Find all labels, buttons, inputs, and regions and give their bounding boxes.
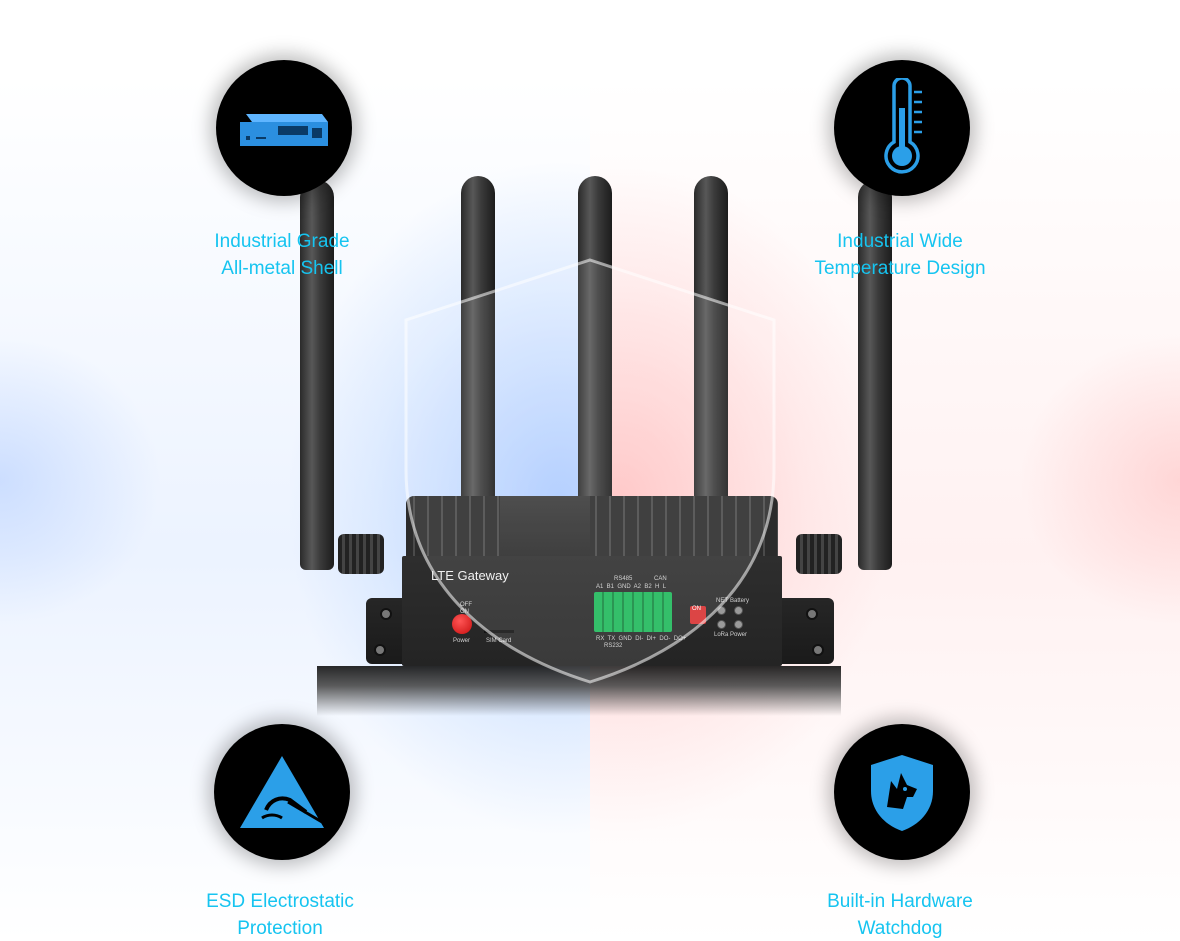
feature-label-line2: All-metal Shell — [221, 258, 343, 279]
thermometer-icon — [884, 78, 922, 174]
antenna-right-connector — [796, 534, 842, 574]
right-edge-glow — [920, 300, 1180, 660]
sim-card-label: SIM Card — [486, 638, 512, 644]
dip-on-label: ON — [692, 606, 701, 612]
feature-label-line1: Industrial Wide — [837, 231, 963, 252]
feature-icon-circle — [834, 724, 970, 860]
power-button[interactable] — [452, 614, 472, 634]
esd-warning-icon — [240, 756, 324, 828]
feature-label-line1: ESD Electrostatic — [206, 891, 354, 912]
feature-label-line1: Built-in Hardware — [827, 891, 973, 912]
antenna-3 — [578, 176, 612, 506]
metal-enclosure-icon — [240, 114, 328, 146]
feature-icon-circle — [214, 724, 350, 860]
rs232-pin-labels: RX TX GND DI- DI+ DO- DO+ — [596, 636, 687, 642]
led-power — [734, 620, 743, 629]
antenna-2 — [461, 176, 495, 506]
power-switch-off-label: OFF — [460, 602, 472, 608]
mounting-hole — [380, 608, 392, 620]
device-name: LTE Gateway — [431, 568, 509, 583]
antenna-5 — [858, 180, 892, 570]
sim-card-slot[interactable] — [484, 630, 514, 633]
led-net-label: NET — [716, 598, 728, 604]
device-pedestal-reflection — [317, 666, 841, 716]
feature-label-line1: Industrial Grade — [214, 231, 350, 252]
led-power-label: Power — [730, 632, 748, 638]
power-label: Power — [453, 638, 471, 644]
feature-label: ESD Electrostatic Protection — [150, 888, 410, 941]
feature-icon-circle — [834, 60, 970, 196]
mounting-hole — [812, 644, 824, 656]
led-lora-label: LoRa — [714, 632, 729, 638]
rs485-label: RS485 — [614, 576, 633, 582]
rs485-pin-labels: A1 B1 GND A2 B2 H L — [596, 584, 667, 590]
antenna-1 — [300, 180, 334, 570]
feature-label-line2: Temperature Design — [814, 258, 986, 279]
can-label: CAN — [654, 576, 667, 582]
device-heatsink-panel — [500, 496, 590, 556]
led-battery-label: Battery — [730, 598, 750, 604]
antenna-4 — [694, 176, 728, 506]
watchdog-shield-icon — [871, 755, 933, 831]
led-lora — [717, 620, 726, 629]
led-battery — [734, 606, 743, 615]
feature-icon-circle — [216, 60, 352, 196]
feature-label: Industrial Grade All-metal Shell — [152, 228, 412, 282]
feature-label: Industrial Wide Temperature Design — [770, 228, 1030, 282]
mounting-hole — [806, 608, 818, 620]
mounting-hole — [374, 644, 386, 656]
terminal-block[interactable] — [594, 592, 672, 632]
device-heatsink — [406, 496, 778, 556]
led-net — [717, 606, 726, 615]
feature-label-line2: Watchdog — [857, 918, 943, 939]
rs232-label: RS232 — [604, 643, 623, 649]
left-edge-glow — [0, 300, 260, 660]
feature-label: Built-in Hardware Watchdog — [770, 888, 1030, 941]
feature-label-line2: Protection — [237, 918, 323, 939]
antenna-left-connector — [338, 534, 384, 574]
